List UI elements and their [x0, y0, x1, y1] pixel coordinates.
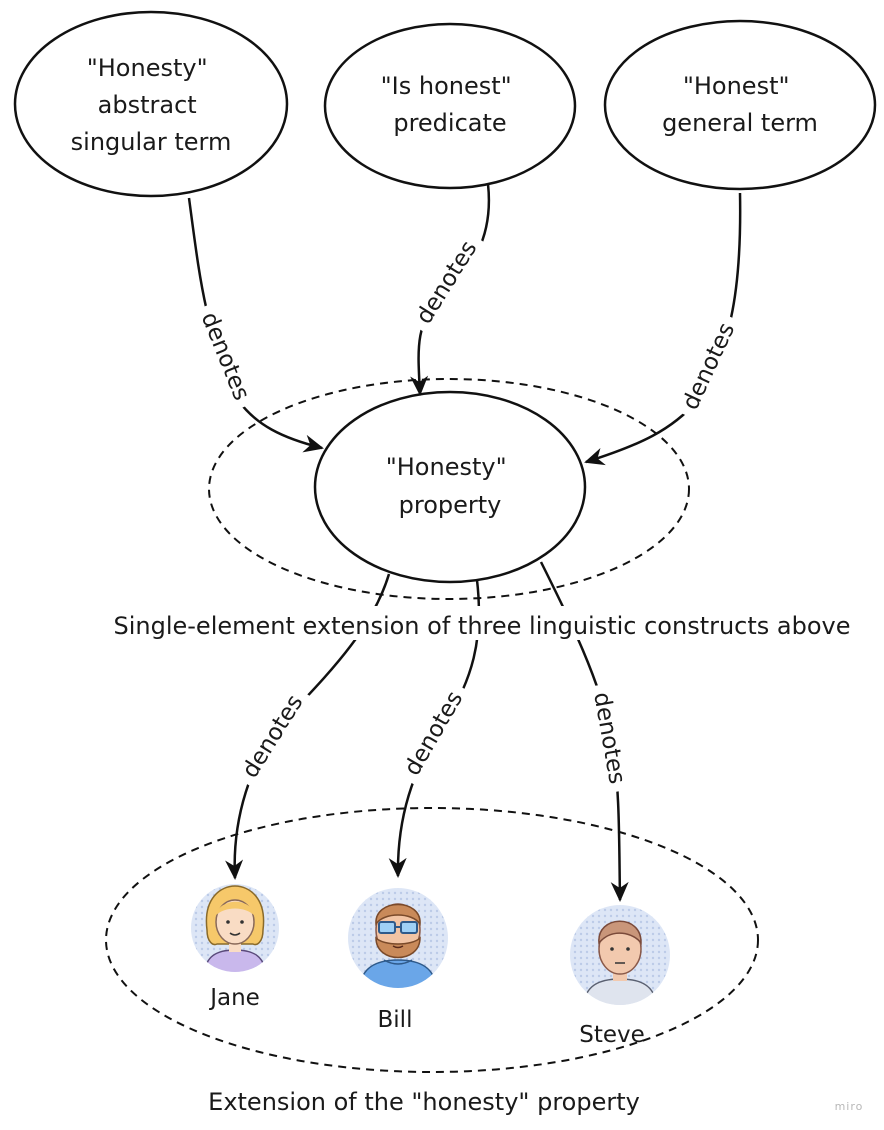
edge-label-steve: denotes — [586, 682, 634, 794]
honesty-property-node — [313, 390, 587, 584]
edge-label-general: denotes — [672, 311, 744, 421]
person-name-bill: Bill — [378, 1007, 413, 1033]
person-name-jane: Jane — [208, 985, 260, 1011]
is-honest-label: "Is honest" predicate — [381, 72, 520, 137]
honest-general-node — [603, 19, 877, 191]
miro-watermark: miro — [835, 1100, 864, 1113]
edge-label-predicate: denotes — [405, 228, 487, 336]
person-name-steve: Steve — [579, 1022, 645, 1048]
svg-text:denotes: denotes — [237, 690, 308, 782]
is-honest-node — [323, 22, 577, 190]
edge-label-jane: denotes — [231, 682, 313, 790]
honesty-term-label: "Honesty" abstract singular term — [71, 54, 232, 156]
svg-text:denotes: denotes — [411, 236, 482, 328]
man-avatar-icon — [570, 905, 670, 1005]
edge-label-bill: denotes — [393, 679, 473, 787]
honest-general-label: "Honest" general term — [662, 72, 818, 137]
bearded-man-avatar-icon — [348, 888, 448, 988]
honesty-term-node — [13, 10, 289, 198]
woman-avatar-icon — [191, 884, 279, 972]
svg-text:denotes: denotes — [399, 687, 468, 780]
single-extension-caption: Single-element extension of three lingui… — [104, 606, 860, 640]
svg-text:Single-element extension of th: Single-element extension of three lingui… — [113, 612, 850, 640]
honesty-property-label: "Honesty" property — [386, 453, 515, 519]
single-extension-ellipse — [208, 378, 690, 600]
svg-text:denotes: denotes — [196, 309, 255, 405]
property-extension-ellipse — [105, 807, 759, 1073]
property-extension-caption: Extension of the "honesty" property — [208, 1088, 640, 1116]
edge-label-term: denotes — [192, 300, 260, 412]
